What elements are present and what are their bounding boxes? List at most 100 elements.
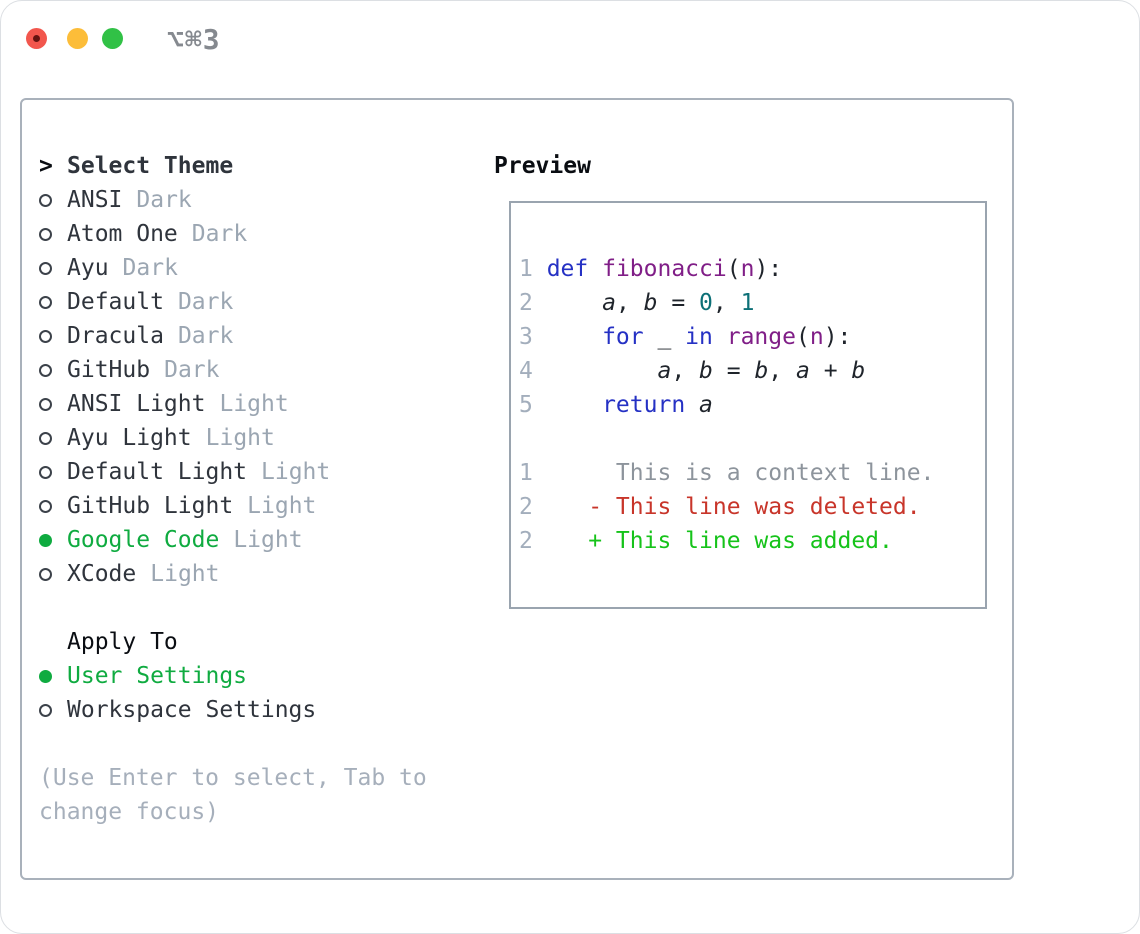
code-token: (	[726, 256, 741, 282]
code-token	[713, 324, 727, 350]
circle-icon	[39, 261, 52, 275]
minimize-button[interactable]	[67, 28, 88, 49]
window-title: ⌥⌘3	[167, 23, 221, 56]
radio-selected-icon	[39, 669, 67, 683]
code-token: +	[809, 358, 852, 384]
diff-line-added: 2 + This line was added.	[519, 524, 977, 558]
zoom-button[interactable]	[102, 28, 123, 49]
line-number: 2	[519, 494, 533, 520]
circle-icon	[39, 499, 52, 513]
option-label: Ayu	[67, 255, 109, 281]
code-token: range	[726, 324, 796, 350]
code-token: ):	[754, 256, 783, 282]
diff-line-deleted: 2 - This line was deleted.	[519, 490, 977, 524]
option-label: Ayu Light	[67, 425, 192, 451]
radio-icon	[39, 295, 67, 309]
option-label: GitHub	[67, 357, 151, 383]
diff-line-context: 1 This is a context line.	[519, 456, 977, 490]
help-text: (Use Enter to select, Tab to change focu…	[39, 765, 427, 825]
radio-icon	[39, 193, 67, 207]
code-token	[547, 324, 602, 350]
diff-block: 1 This is a context line.2 - This line w…	[519, 456, 977, 558]
circle-icon	[39, 567, 52, 581]
code-token: ,	[671, 358, 700, 384]
code-token: for	[602, 324, 644, 350]
code-token: ):	[823, 324, 852, 350]
circle-icon	[39, 295, 52, 309]
spacer	[519, 422, 977, 456]
option-label: Default Light	[67, 459, 248, 485]
circle-icon	[39, 227, 52, 241]
code-token: b	[851, 358, 866, 384]
code-token: ,	[768, 358, 796, 384]
line-number: 5	[519, 392, 533, 418]
apply-to-header: Apply To	[39, 625, 469, 659]
code-token	[588, 256, 602, 282]
prompt-marker: >	[39, 153, 67, 179]
circle-icon	[39, 465, 52, 479]
radio-icon	[39, 397, 67, 411]
diff-text: - This line was deleted.	[546, 494, 921, 520]
code-token: n	[809, 324, 824, 350]
line-number: 4	[519, 358, 533, 384]
theme-option-ayu-light[interactable]: Ayu Light Light	[39, 421, 469, 455]
code-token: b	[699, 358, 713, 384]
code-token: ,	[615, 290, 644, 316]
apply-option-workspace-settings[interactable]: Workspace Settings	[39, 693, 469, 727]
line-number: 3	[519, 324, 533, 350]
circle-icon	[39, 397, 52, 411]
option-variant-label: Light	[233, 527, 303, 553]
code-token: def	[546, 256, 589, 282]
option-variant-label: Light	[150, 561, 220, 587]
radio-icon	[39, 227, 67, 241]
prompt-icon: >	[39, 153, 53, 179]
option-variant-label: Light	[247, 493, 317, 519]
code-token: =	[712, 358, 755, 384]
option-label: Workspace Settings	[67, 697, 317, 723]
apply-to-title: Apply To	[67, 629, 178, 655]
radio-icon	[39, 703, 67, 717]
filled-circle-icon	[39, 669, 52, 683]
code-token: ,	[712, 290, 741, 316]
circle-icon	[39, 363, 52, 377]
option-label: Default	[67, 289, 164, 315]
close-button[interactable]	[26, 28, 47, 49]
code-token: a	[796, 358, 810, 384]
preview-title: Preview	[494, 153, 591, 179]
theme-option-github-light[interactable]: GitHub Light Light	[39, 489, 469, 523]
close-dot-icon	[33, 35, 40, 42]
option-variant-label: Light	[205, 425, 275, 451]
line-number: 2	[519, 528, 533, 554]
radio-icon	[39, 567, 67, 581]
code-token	[547, 392, 602, 418]
option-variant-label: Dark	[177, 323, 234, 349]
filled-circle-icon	[39, 533, 52, 547]
radio-icon	[39, 261, 67, 275]
diff-text: This is a context line.	[546, 460, 935, 486]
select-theme-header: > Select Theme	[39, 149, 469, 183]
select-theme-title: Select Theme	[67, 153, 234, 179]
apply-option-user-settings[interactable]: User Settings	[39, 659, 469, 693]
code-token: return	[602, 392, 686, 418]
line-number: 2	[519, 290, 533, 316]
code-token: _	[643, 324, 686, 350]
option-label: GitHub Light	[67, 493, 234, 519]
